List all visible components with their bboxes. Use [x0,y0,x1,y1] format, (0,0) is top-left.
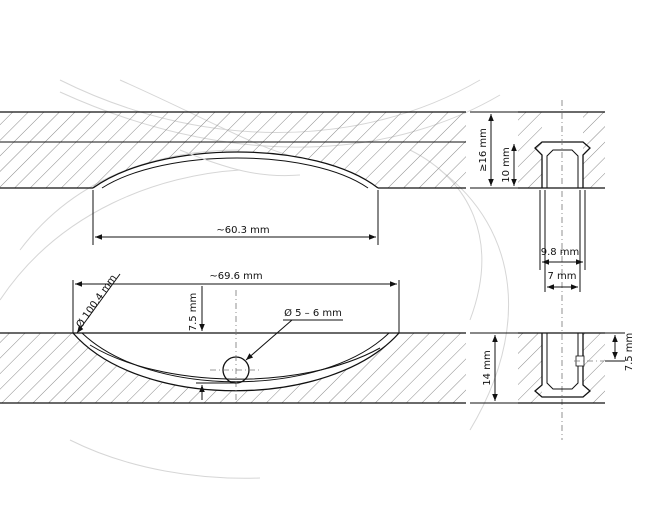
hole-diameter-label: Ø 5 – 6 mm [284,307,342,319]
section-width-label: 9.8 mm [541,247,580,258]
upper-slot-depth-label: 10 mm [501,147,512,182]
lower-section-view [518,332,605,404]
hole-offset-label: 7.5 mm [188,293,199,332]
section-hole-offset-label: 7.5 mm [624,333,635,372]
lens-diameter-label: Ø 100.4 mm [74,272,120,330]
lower-plate [0,332,466,404]
lower-plate-thickness-label: 14 mm [482,350,493,385]
upper-plate-thickness-label: ≥16 mm [478,128,489,172]
section-inner-width-label: 7 mm [547,271,576,282]
upper-lens [92,149,379,189]
upper-plate [0,111,466,189]
upper-dimensions: ~60.3 mm ≥16 mm 10 mm 9.8 mm 7 mm [92,111,586,292]
upper-lens-width-label: ~60.3 mm [216,225,269,236]
upper-section-view [518,100,605,440]
lower-lens-width-label: ~69.6 mm [209,271,262,282]
